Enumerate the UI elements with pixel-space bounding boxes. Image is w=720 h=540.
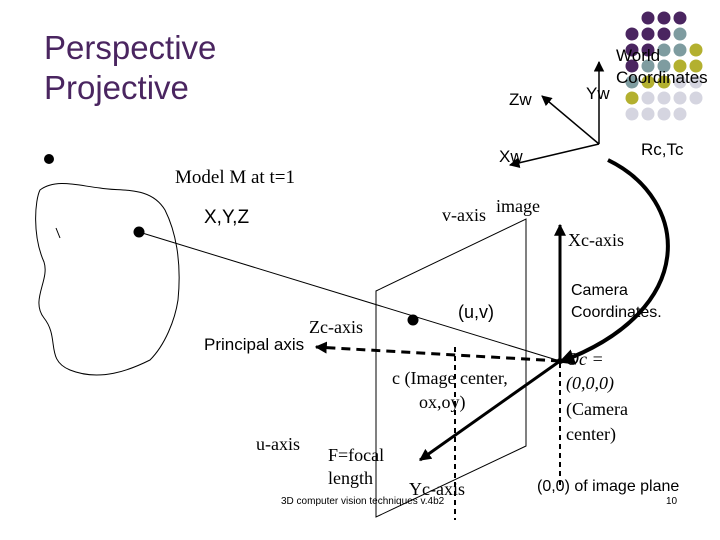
decorative-dot [673, 27, 687, 41]
camera-coordinates-label-2: Coordinates. [571, 304, 662, 321]
rc-tc-arrow [558, 158, 670, 365]
image-center-label-2: ox,oy) [419, 392, 466, 412]
focal-length-label-1: F=focal [328, 445, 385, 465]
principal-axis-label: Principal axis [204, 335, 305, 354]
decorative-dot [641, 59, 655, 73]
decorative-dot [673, 107, 687, 121]
oc-label: Oc = [566, 349, 604, 369]
slide-title-line1: Perspective [44, 29, 217, 66]
xc-axis-label: Xc-axis [568, 230, 624, 250]
model-outline [35, 183, 180, 376]
model-outline-tick [55, 227, 61, 239]
decorative-dot [625, 43, 639, 57]
camera-center [557, 358, 563, 364]
decorative-dot [657, 75, 671, 89]
camera-coordinates-label-1: Camera [571, 282, 628, 299]
decorative-dot [673, 91, 687, 105]
image-plane-origin-label: (0,0) of image plane [537, 478, 680, 495]
footer-text: 3D computer vision techniques v.4b2 [281, 496, 445, 507]
decorative-dot [641, 43, 655, 57]
model-label: Model M at t=1 [175, 167, 295, 188]
image-plane [375, 218, 527, 518]
u-axis-label: u-axis [256, 434, 300, 454]
decorative-dot [625, 91, 639, 105]
xw-label: Xw [499, 147, 523, 166]
yc-axis-label: Yc-axis [409, 479, 465, 499]
decorative-dot [625, 59, 639, 73]
world-coordinates-label-1: World [616, 46, 661, 65]
decorative-dot [641, 91, 655, 105]
decorative-dot [641, 75, 655, 89]
projection-ray [138, 231, 561, 362]
rc-tc-label: Rc,Tc [641, 140, 684, 159]
decorative-dot [673, 75, 687, 89]
decorative-dot [625, 75, 639, 89]
world-coordinates-label-2: Coordinates [616, 68, 708, 87]
world-point [133, 226, 145, 238]
page-number: 10 [666, 496, 678, 507]
decorative-dot [625, 107, 639, 121]
decorative-dot [673, 43, 687, 57]
image-point [407, 314, 419, 326]
decorative-dot [689, 75, 703, 89]
world-x-axis [508, 143, 600, 168]
decorative-dot [657, 59, 671, 73]
zw-label: Zw [509, 90, 532, 109]
decorative-dot [689, 43, 703, 57]
decorative-dot [657, 11, 671, 25]
decorative-dot [657, 107, 671, 121]
image-label: image [496, 196, 540, 216]
decorative-dot [657, 91, 671, 105]
decorative-dot [673, 11, 687, 25]
decorative-dot [673, 59, 687, 73]
decorative-dot [689, 91, 703, 105]
camera-center-label-1: (Camera [566, 399, 628, 419]
decorative-dot [689, 59, 703, 73]
oc-origin-label: (0,0,0) [566, 373, 614, 393]
zc-axis-label: Zc-axis [309, 317, 363, 337]
principal-axis-line [314, 341, 561, 363]
camera-center-label-2: center) [566, 424, 616, 444]
v-axis-label: v-axis [442, 205, 486, 225]
xyz-label: X,Y,Z [204, 207, 250, 228]
decorative-dot [641, 11, 655, 25]
decorative-dot [641, 27, 655, 41]
decorative-dot [657, 27, 671, 41]
world-z-axis [541, 95, 600, 145]
decorative-dot [641, 107, 655, 121]
slide-title-line2: Projective [44, 69, 189, 106]
yw-label: Yw [586, 84, 610, 103]
focal-length-label-2: length [328, 468, 373, 488]
uv-label: (u,v) [458, 302, 494, 322]
image-center-label-1: c (Image center, [392, 368, 508, 388]
decorative-dot [657, 43, 671, 57]
decorative-dot [625, 27, 639, 41]
bullet [44, 154, 54, 164]
camera-y-axis [419, 359, 561, 462]
